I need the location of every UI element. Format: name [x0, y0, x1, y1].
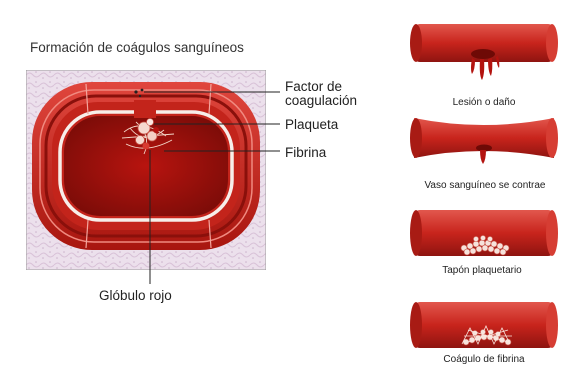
coagulation-factor-label-line1: Factor de: [285, 79, 342, 94]
red-blood-cell-label: Glóbulo rojo: [99, 288, 172, 303]
step-injury-caption: Lesión o daño: [404, 97, 564, 108]
coagulation-factor-label-line2: coagulación: [285, 93, 357, 108]
injured-vessel-illustration: [408, 18, 558, 88]
platelet-plug-illustration: [408, 206, 558, 262]
step-contraction-caption: Vaso sanguíneo se contrae: [405, 180, 564, 191]
step-platelet-plug: [408, 206, 558, 262]
vessel-cross-section-illustration: [26, 70, 266, 270]
step-contraction: [408, 112, 558, 176]
step-platelet-plug-caption: Tapón plaquetario: [402, 265, 562, 276]
step-fibrin-clot: [408, 298, 558, 352]
step-fibrin-clot-caption: Coágulo de fibrina: [404, 354, 564, 365]
figure-title: Formación de coágulos sanguíneos: [30, 40, 244, 55]
fibrin-clot-illustration: [408, 298, 558, 352]
step-injury: [408, 18, 558, 88]
platelet-label: Plaqueta: [285, 117, 338, 132]
fibrin-label: Fibrina: [285, 145, 326, 160]
contracting-vessel-illustration: [408, 112, 558, 176]
